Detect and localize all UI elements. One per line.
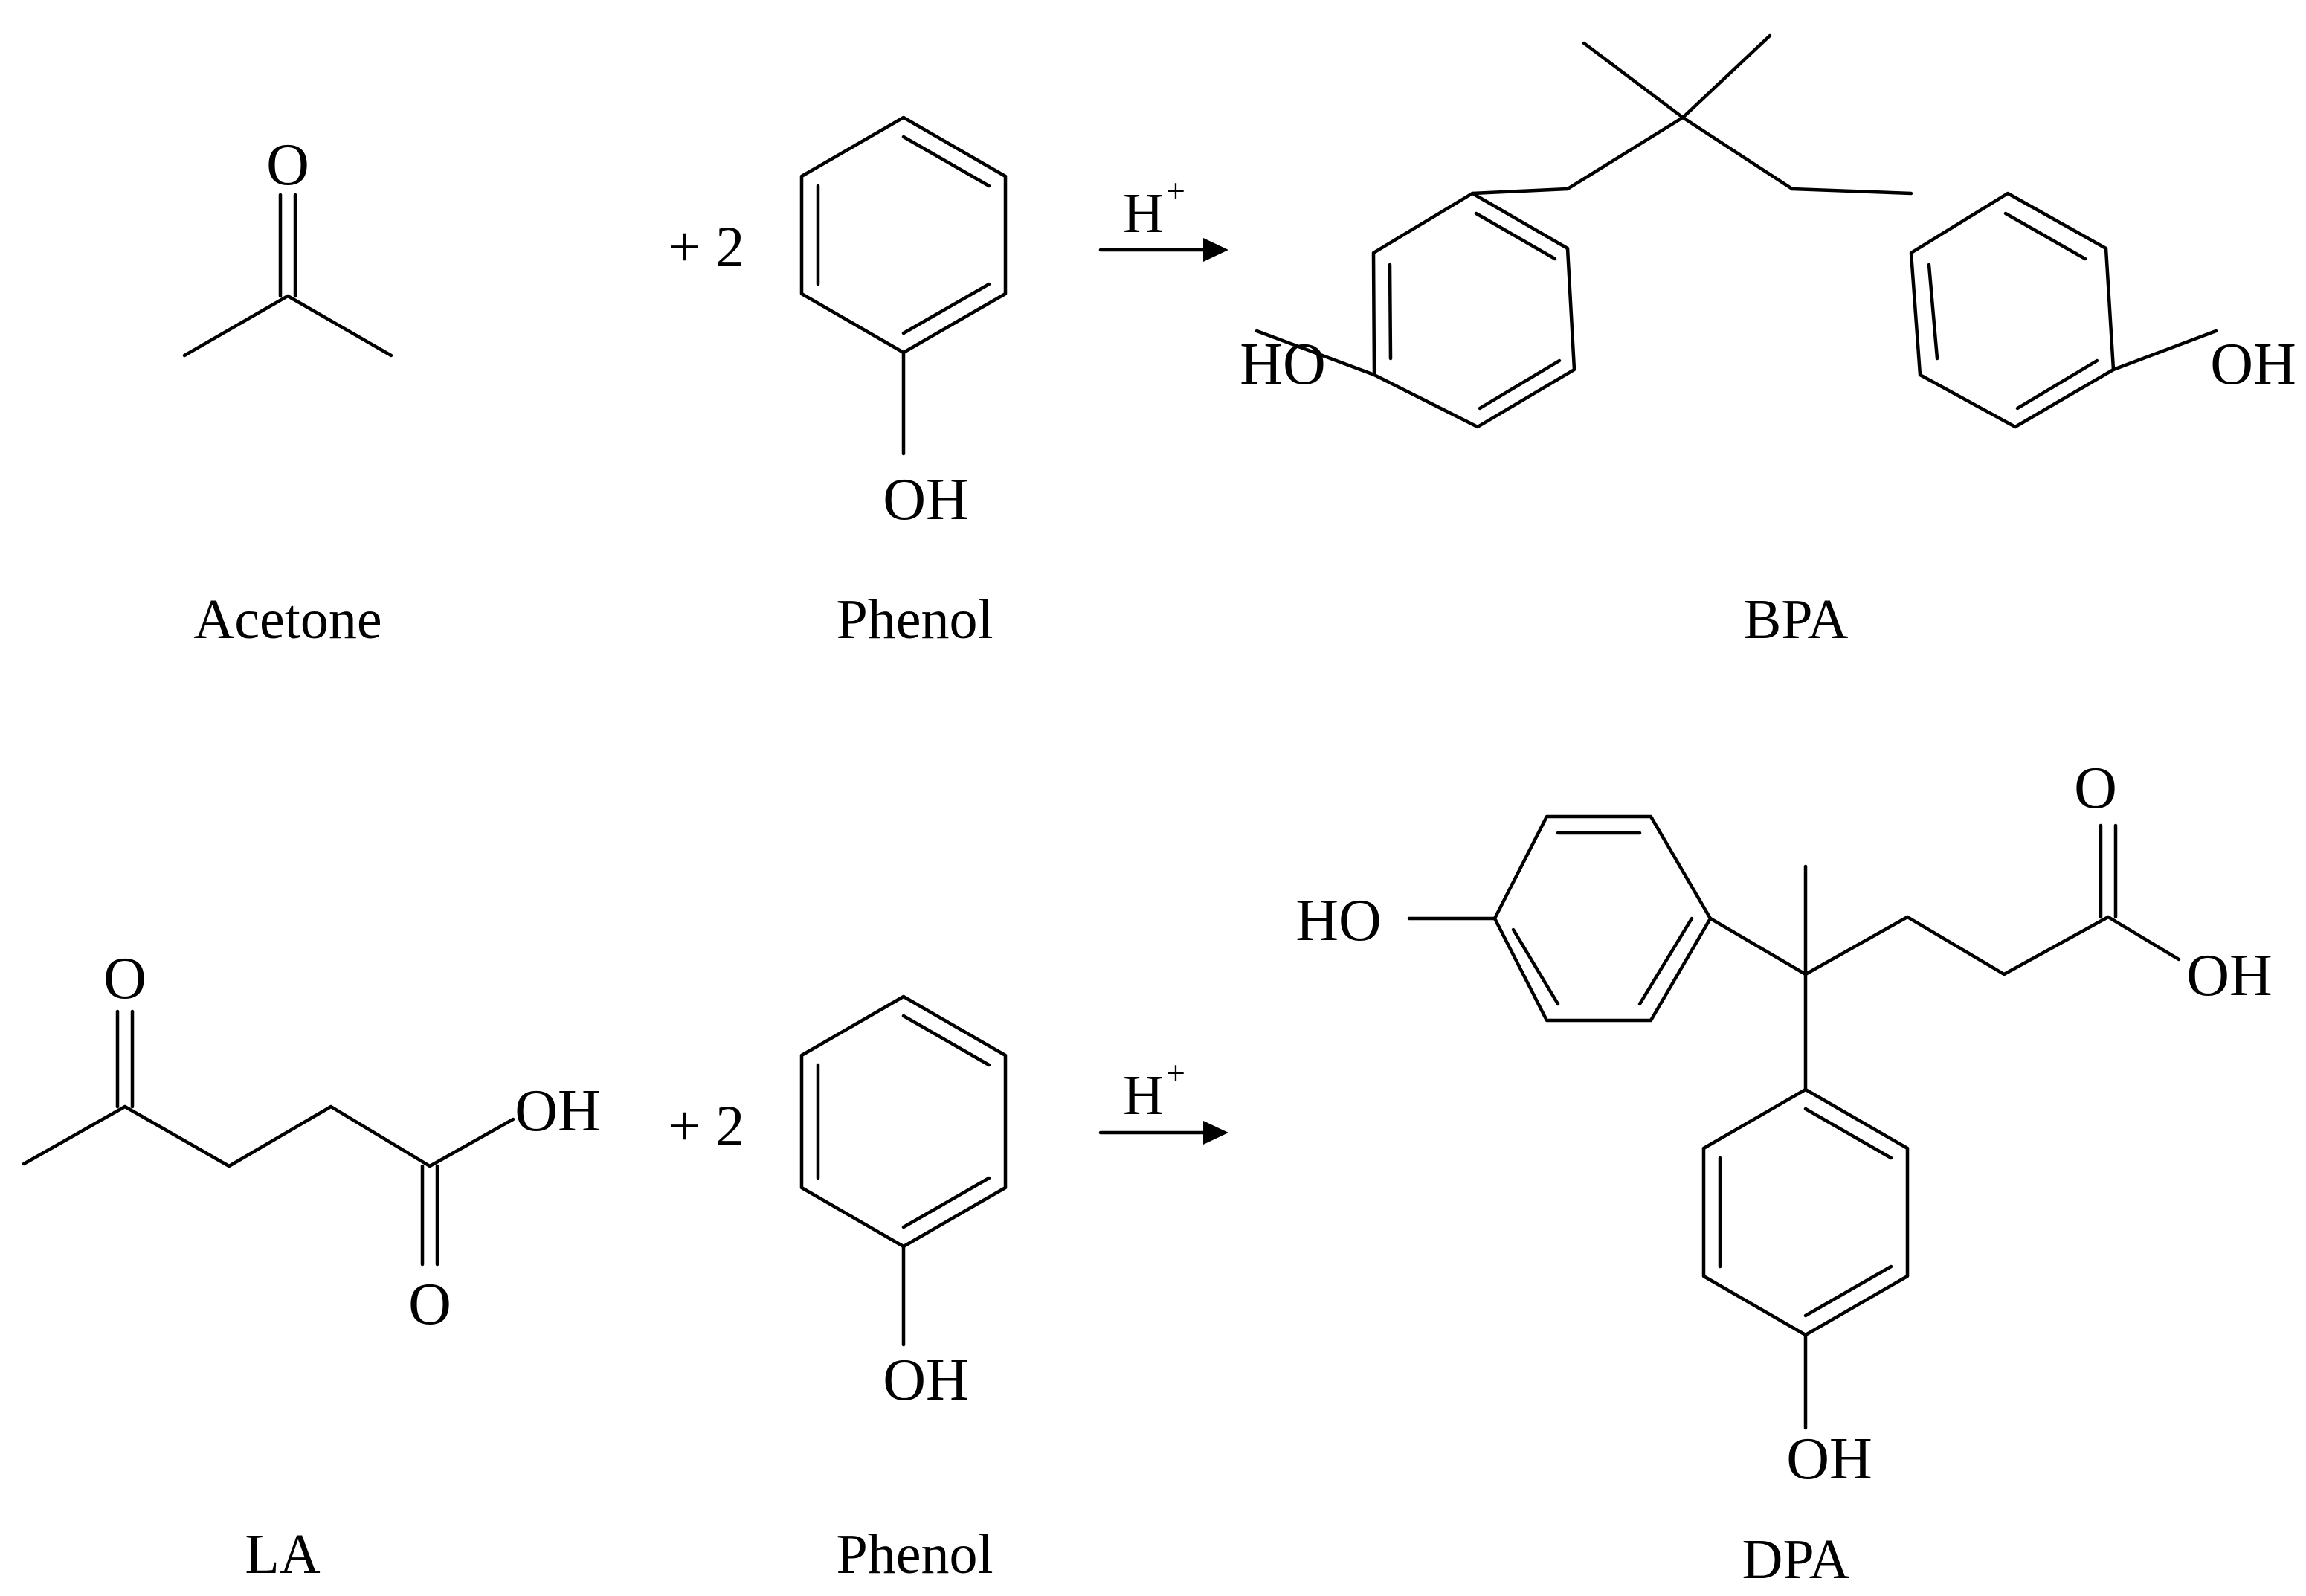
bond (428, 1117, 515, 1168)
compound-name: BPA (1744, 588, 1849, 651)
bond (22, 1104, 127, 1166)
benzene-ring (1492, 814, 1713, 1023)
aromatic-bond (901, 1014, 991, 1067)
aromatic-bond (1478, 358, 1562, 411)
bond (1790, 187, 1913, 196)
acetone-structure: O Acetone (182, 132, 393, 651)
aromatic-bond (2015, 358, 2099, 411)
bond (123, 1104, 231, 1168)
bond (1708, 916, 1808, 976)
bond (1582, 41, 1685, 120)
coefficient: + 2 (669, 214, 745, 279)
compound-name: Phenol (836, 1523, 993, 1586)
bond (1470, 187, 1570, 196)
bond (1905, 915, 2006, 976)
atom-label: OH (883, 1348, 969, 1413)
bond (2002, 915, 2110, 976)
bond (1565, 115, 1685, 191)
phenol-structure: OH Phenol (799, 994, 1008, 1586)
atom-label: HO (1240, 332, 1326, 397)
bond (286, 294, 393, 358)
bond (2111, 329, 2218, 372)
phenol-structure: OH Phenol (799, 115, 1008, 651)
reaction-condition: H (1123, 1064, 1164, 1127)
bond (2106, 915, 2181, 962)
bond (329, 1104, 432, 1168)
atom-label: O (408, 1272, 451, 1337)
bond (1255, 329, 1376, 377)
la-structure: O OH O LA (22, 946, 601, 1586)
aromatic-bond (2003, 211, 2087, 261)
arrow-head (1203, 238, 1228, 262)
compound-name: LA (245, 1523, 320, 1586)
reaction-2: O OH O LA + 2 OH Phenol H + (22, 756, 2273, 1591)
compound-name: Acetone (193, 588, 381, 651)
arrow-head (1203, 1121, 1228, 1145)
atom-label: OH (2186, 943, 2273, 1008)
aromatic-bond (1803, 1107, 1893, 1160)
reaction-condition: H (1123, 182, 1164, 245)
reaction-arrow: H + (1098, 172, 1228, 262)
bond (1803, 915, 1910, 976)
dpa-structure: HO O OH OH DPA (1295, 756, 2273, 1591)
bpa-structure: HO OH BPA (1240, 33, 2296, 651)
atom-label: OH (515, 1078, 601, 1144)
aromatic-bond (901, 1176, 991, 1229)
reaction-arrow: H + (1098, 1054, 1228, 1145)
aromatic-bond (1474, 211, 1557, 261)
benzene-ring (1909, 191, 2116, 429)
atom-label: OH (883, 467, 969, 532)
benzene-ring (1371, 191, 1576, 429)
bond (1681, 33, 1772, 120)
reaction-condition-superscript: + (1166, 172, 1185, 210)
atom-label: HO (1295, 888, 1382, 953)
aromatic-bond (901, 282, 991, 335)
aromatic-bond (901, 135, 991, 188)
aromatic-bond (1388, 263, 1393, 361)
reaction-condition-superscript: + (1166, 1054, 1185, 1092)
aromatic-bond (1927, 263, 1939, 361)
bond (227, 1104, 333, 1168)
reaction-1: O Acetone + 2 OH Phenol H + (182, 33, 2296, 651)
benzene-ring (1701, 1087, 1910, 1337)
bond (1681, 115, 1794, 191)
atom-label: O (2074, 756, 2117, 821)
compound-name: Phenol (836, 588, 993, 651)
atom-label: O (103, 946, 146, 1011)
atom-label: O (266, 132, 309, 198)
aromatic-bond (1637, 916, 1694, 1006)
aromatic-bond (1803, 1264, 1893, 1318)
aromatic-bond (1511, 927, 1560, 1006)
coefficient: + 2 (669, 1093, 745, 1158)
bond (182, 294, 290, 358)
benzene-ring (799, 115, 1008, 355)
benzene-ring (799, 994, 1008, 1249)
atom-label: OH (2210, 332, 2296, 397)
atom-label: OH (1786, 1426, 1872, 1492)
compound-name: DPA (1742, 1528, 1849, 1591)
